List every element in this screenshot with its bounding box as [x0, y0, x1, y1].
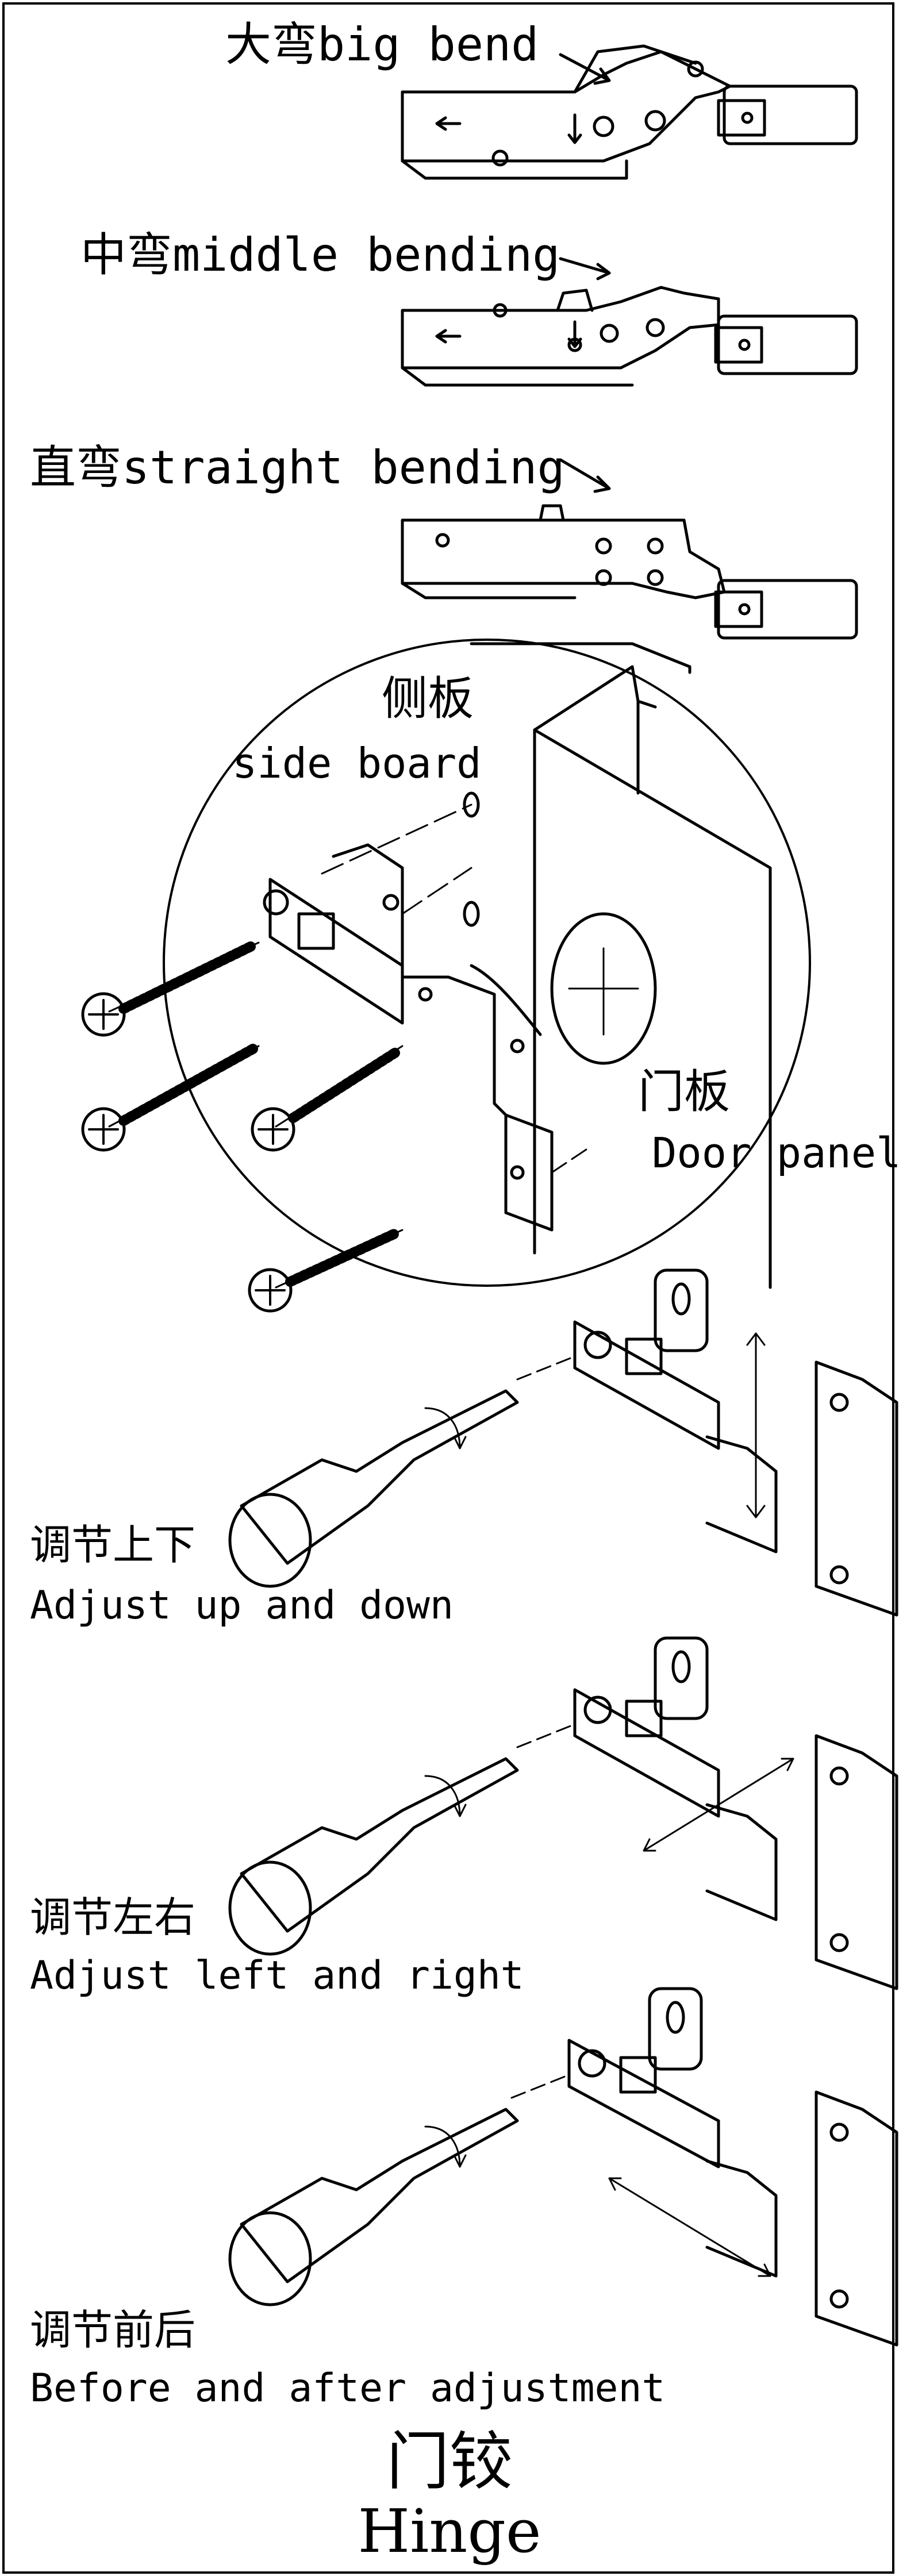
adjust-front-back-label-en: Before and after adjustment: [30, 2366, 666, 2411]
adjust-left-right-label-en: Adjust left and right: [30, 1953, 524, 1998]
adjust-up-down-label-cn: 调节上下: [30, 1521, 196, 1569]
screwdriver-up-down: [228, 1389, 519, 1588]
side-board-label-cn: 侧板: [382, 672, 474, 725]
middle-bending-label: 中弯middle bending: [80, 228, 560, 282]
screwdriver-front-back: [228, 2108, 519, 2306]
straight-bending-pointer-arrow: [559, 458, 611, 493]
adjust-up-down-label-en: Adjust up and down: [30, 1583, 454, 1628]
installed-hinge-drawing: [263, 843, 554, 1232]
adjust-left-right-drawing: [516, 1636, 898, 1990]
adjust-up-down-drawing: [516, 1268, 898, 1617]
big-bend-pointer-arrow: [559, 53, 611, 85]
straight-bending-label: 直弯straight bending: [30, 441, 565, 494]
hinge-caption-cn: 门铰: [386, 2425, 513, 2498]
cabinet-side-and-door-panel: [470, 642, 772, 1289]
hinge-caption-en: Hinge: [358, 2496, 541, 2566]
adjust-front-back-drawing: [510, 1987, 898, 2347]
side-board-label-en: side board: [232, 739, 482, 787]
big-bend-hinge-drawing: [401, 44, 858, 180]
straight-bending-hinge-drawing: [401, 504, 858, 640]
adjust-front-back-label-cn: 调节前后: [30, 2306, 196, 2354]
installation-detail-circle: [163, 639, 811, 1287]
middle-bending-hinge-drawing: [401, 286, 858, 387]
door-panel-label-en: Door panel: [652, 1129, 899, 1177]
mounting-screws: [81, 791, 587, 1313]
middle-bending-pointer-arrow: [559, 257, 611, 280]
door-panel-label-cn: 门板: [638, 1065, 730, 1118]
screwdriver-left-right: [228, 1757, 519, 1956]
big-bend-label: 大弯big bend: [225, 18, 539, 71]
adjust-left-right-label-cn: 调节左右: [30, 1893, 196, 1941]
